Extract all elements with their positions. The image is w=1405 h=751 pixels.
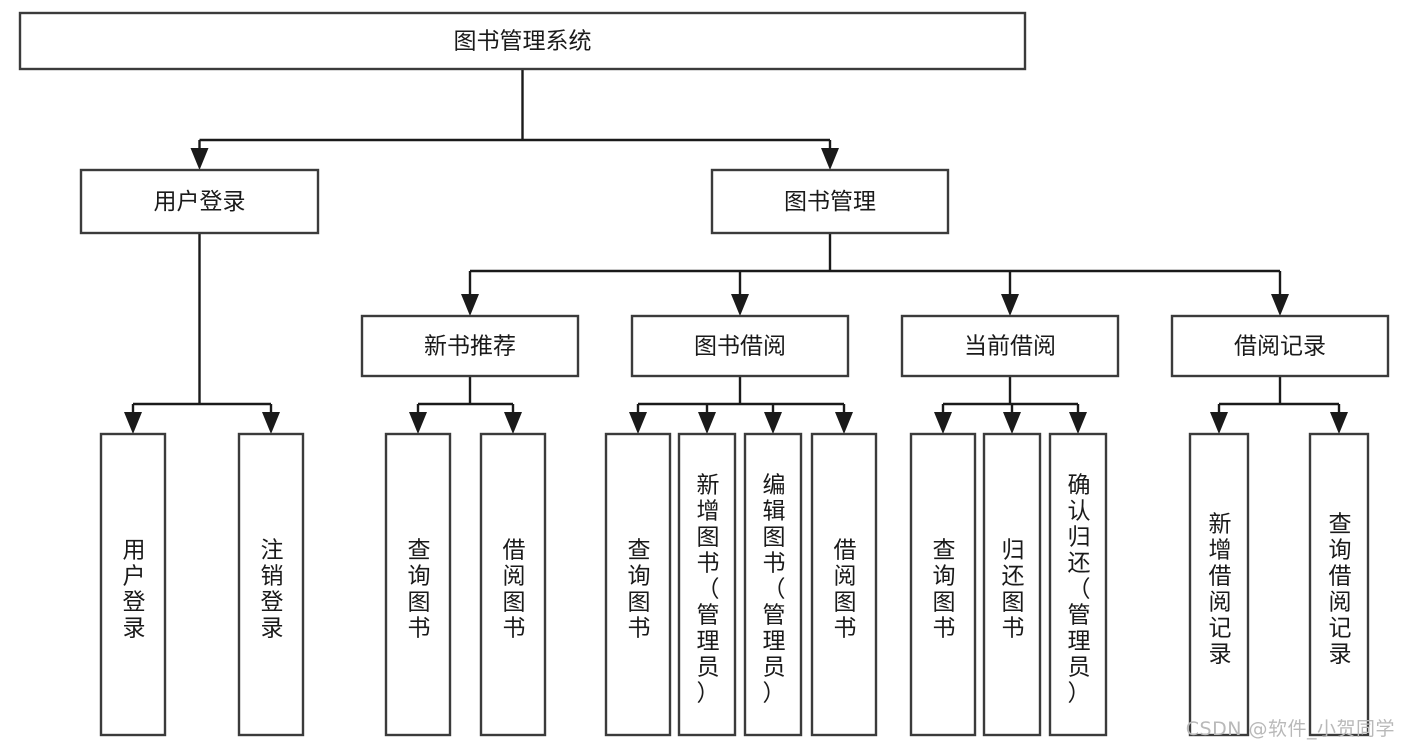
arrow-head-icon: [934, 412, 952, 434]
node-leaf-4[interactable]: 查询图书: [604, 432, 672, 737]
arrow-head-icon: [1210, 412, 1228, 434]
arrow-head-icon: [821, 148, 839, 170]
node-leaf-5-box[interactable]: [677, 432, 737, 737]
node-leaf-1-box[interactable]: [237, 432, 305, 737]
node-level3-0-label: 新书推荐: [424, 334, 516, 360]
node-leaf-8-box[interactable]: [909, 432, 977, 737]
node-level2-0-label: 用户登录: [154, 189, 246, 215]
node-leaf-4-label: 查询图书: [628, 537, 651, 641]
node-leaf-3[interactable]: 借阅图书: [479, 432, 547, 737]
arrow-head-icon: [1069, 412, 1087, 434]
arrow-head-icon: [1003, 412, 1021, 434]
node-leaf-0[interactable]: 用户登录: [99, 432, 167, 737]
node-leaf-12-label: 查询借阅记录: [1329, 511, 1352, 667]
node-leaf-0-box[interactable]: [99, 432, 167, 737]
node-level2-0-box[interactable]: [79, 168, 320, 235]
arrow-head-icon: [504, 412, 522, 434]
node-leaf-5-label: 新增图书（管理员）: [697, 472, 720, 706]
node-level3-2[interactable]: 当前借阅: [900, 314, 1120, 378]
node-leaf-2-label: 查询图书: [408, 537, 431, 641]
node-leaf-9-box[interactable]: [982, 432, 1042, 737]
node-level3-3-label: 借阅记录: [1234, 334, 1326, 360]
node-leaf-10-label: 确认归还（管理员）: [1068, 472, 1091, 706]
node-level2-1[interactable]: 图书管理: [710, 168, 950, 235]
node-root[interactable]: 图书管理系统: [18, 11, 1027, 71]
arrow-head-icon: [409, 412, 427, 434]
node-leaf-12[interactable]: 查询借阅记录: [1308, 432, 1370, 737]
arrow-head-icon: [1271, 294, 1289, 316]
node-leaf-8-label: 查询图书: [933, 537, 956, 641]
node-leaf-2-box[interactable]: [384, 432, 452, 737]
node-leaf-10-box[interactable]: [1048, 432, 1108, 737]
node-level3-3-box[interactable]: [1170, 314, 1390, 378]
node-leaf-6[interactable]: 编辑图书（管理员）: [743, 432, 803, 737]
node-level3-0[interactable]: 新书推荐: [360, 314, 580, 378]
node-level2-1-label: 图书管理: [784, 189, 876, 215]
node-leaf-10[interactable]: 确认归还（管理员）: [1048, 432, 1108, 737]
node-level3-3[interactable]: 借阅记录: [1170, 314, 1390, 378]
node-leaf-3-box[interactable]: [479, 432, 547, 737]
arrow-head-icon: [698, 412, 716, 434]
arrow-head-icon: [124, 412, 142, 434]
node-level3-2-label: 当前借阅: [964, 334, 1056, 360]
node-root-label: 图书管理系统: [454, 29, 592, 55]
arrow-head-icon: [1001, 294, 1019, 316]
node-leaf-8[interactable]: 查询图书: [909, 432, 977, 737]
node-level2-1-box[interactable]: [710, 168, 950, 235]
node-leaf-11[interactable]: 新增借阅记录: [1188, 432, 1250, 737]
arrow-head-icon: [262, 412, 280, 434]
node-leaf-1[interactable]: 注销登录: [237, 432, 305, 737]
connector-lines: [124, 69, 1348, 434]
node-leaf-4-box[interactable]: [604, 432, 672, 737]
node-leaf-2[interactable]: 查询图书: [384, 432, 452, 737]
node-boxes: 图书管理系统用户登录图书管理新书推荐图书借阅当前借阅借阅记录用户登录注销登录查询…: [18, 11, 1390, 737]
node-leaf-6-label: 编辑图书（管理员）: [763, 472, 786, 706]
node-leaf-9[interactable]: 归还图书: [982, 432, 1042, 737]
node-leaf-5[interactable]: 新增图书（管理员）: [677, 432, 737, 737]
node-level3-1[interactable]: 图书借阅: [630, 314, 850, 378]
node-leaf-7[interactable]: 借阅图书: [810, 432, 878, 737]
arrow-head-icon: [190, 148, 209, 170]
arrow-head-icon: [461, 294, 479, 316]
node-level2-0[interactable]: 用户登录: [79, 168, 320, 235]
arrow-head-icon: [731, 294, 749, 316]
node-root-box[interactable]: [18, 11, 1027, 71]
node-level3-1-box[interactable]: [630, 314, 850, 378]
node-leaf-11-box[interactable]: [1188, 432, 1250, 737]
node-leaf-6-box[interactable]: [743, 432, 803, 737]
node-level3-1-label: 图书借阅: [694, 334, 786, 360]
node-leaf-11-label: 新增借阅记录: [1209, 511, 1232, 667]
node-leaf-3-label: 借阅图书: [503, 537, 526, 641]
node-leaf-0-label: 用户登录: [123, 537, 146, 641]
node-leaf-7-label: 借阅图书: [834, 537, 857, 641]
node-level3-2-box[interactable]: [900, 314, 1120, 378]
arrow-head-icon: [629, 412, 647, 434]
arrow-head-icon: [764, 412, 782, 434]
node-level3-0-box[interactable]: [360, 314, 580, 378]
arrow-head-icon: [835, 412, 853, 434]
node-leaf-9-label: 归还图书: [1002, 537, 1025, 641]
node-leaf-12-box[interactable]: [1308, 432, 1370, 737]
node-leaf-1-label: 注销登录: [261, 537, 284, 641]
node-leaf-7-box[interactable]: [810, 432, 878, 737]
arrow-head-icon: [1330, 412, 1348, 434]
